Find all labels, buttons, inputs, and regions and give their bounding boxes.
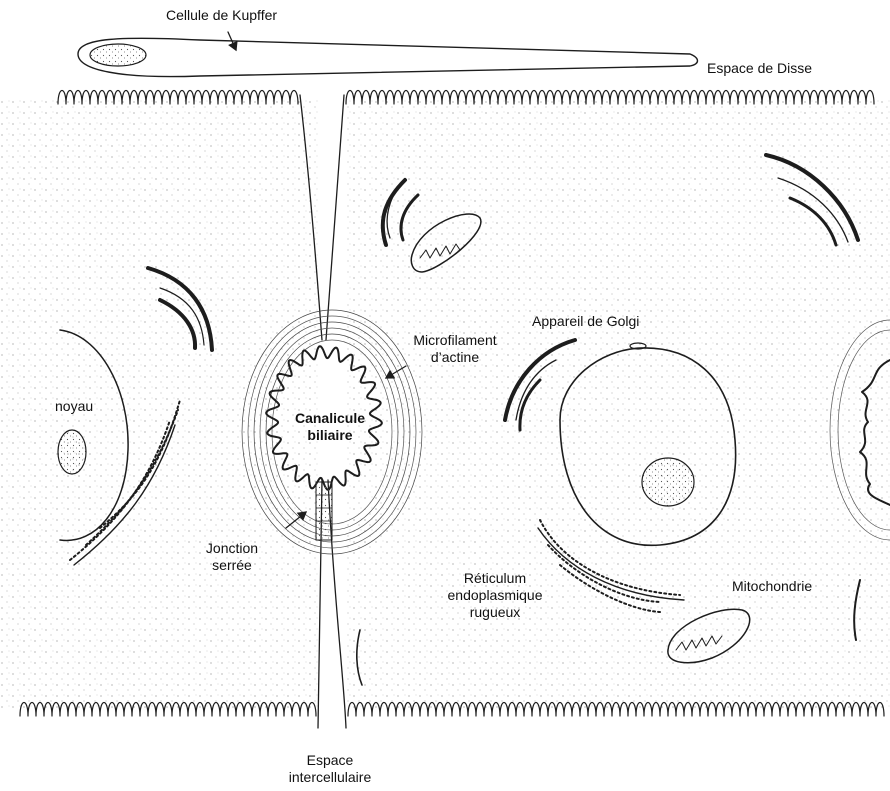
label-intercellular-line1: Espace [270,752,390,769]
nucleolus-right [642,458,694,506]
label-golgi: Appareil de Golgi [532,313,639,330]
label-microfilament-line2: d’actine [400,349,510,366]
label-kupffer-cell: Cellule de Kupffer [166,7,277,24]
label-microfilament: Microfilament d’actine [400,332,510,366]
label-intercellular-space: Espace intercellulaire [270,752,390,786]
nucleolus-left [58,430,86,474]
label-tight-junction-line2: serrée [192,557,272,574]
kupffer-nucleus [90,44,146,66]
label-canaliculus-line1: Canalicule [280,410,380,427]
cytoplasm-left [0,100,318,710]
label-nucleus: noyau [55,398,93,415]
cytoplasm-right [346,100,890,710]
label-disse-space: Espace de Disse [707,60,812,77]
label-tight-junction: Jonction serrée [192,540,272,574]
label-intercellular-line2: intercellulaire [270,769,390,786]
label-microfilament-line1: Microfilament [400,332,510,349]
label-mitochondrion: Mitochondrie [732,578,812,595]
label-canaliculus-line2: biliaire [280,427,380,444]
kupffer-cell [78,38,698,76]
tight-junction [316,482,332,540]
label-rer: Réticulum endoplasmique rugueux [435,570,555,621]
label-tight-junction-line1: Jonction [192,540,272,557]
label-rer-line2: endoplasmique [435,587,555,604]
label-rer-line1: Réticulum [435,570,555,587]
label-rer-line3: rugueux [435,604,555,621]
label-canaliculus: Canalicule biliaire [280,410,380,444]
